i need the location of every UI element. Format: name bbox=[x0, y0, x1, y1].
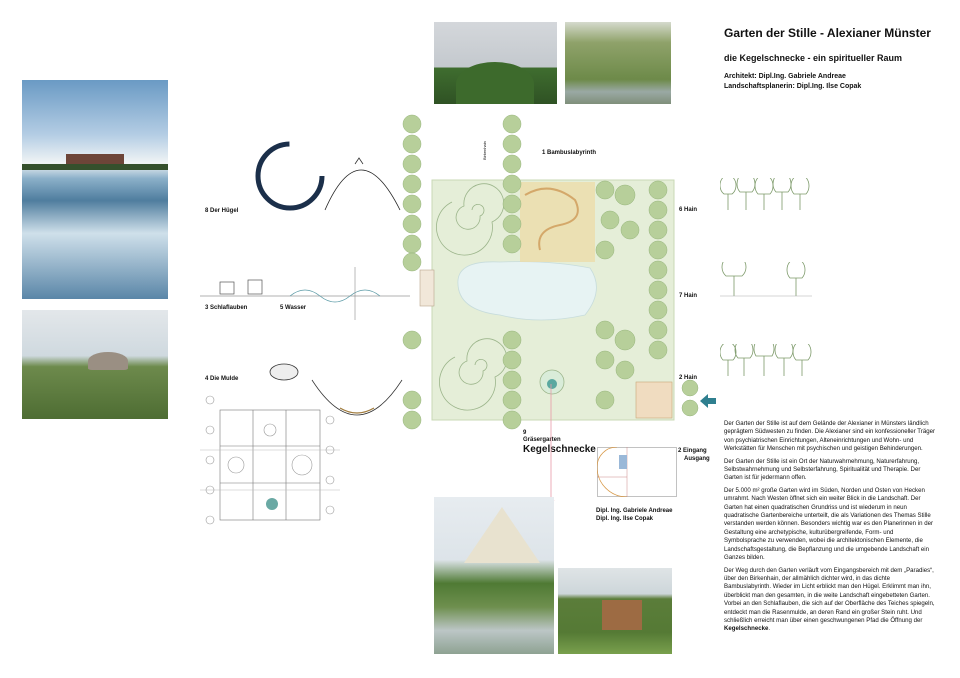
tree-line bbox=[22, 164, 168, 170]
label-graeser-num: 9 bbox=[523, 430, 527, 436]
paragraph-3: Der 5.000 m² große Garten wird im Süden,… bbox=[724, 486, 934, 562]
connector-line bbox=[547, 384, 555, 507]
credit-architect: Architekt: Dipl.Ing. Gabriele Andreae bbox=[724, 73, 846, 80]
photo-kegelschnecke bbox=[434, 497, 554, 654]
sketch-mulde bbox=[269, 363, 403, 416]
credit-copak: Dipl. Ing. Ilse Copak bbox=[596, 516, 654, 522]
label-eingang-text: Ausgang bbox=[684, 456, 710, 462]
sketch-hain7 bbox=[720, 262, 812, 297]
entrance-arrow-icon bbox=[700, 394, 716, 408]
label-wasser: 5 Wasser bbox=[280, 305, 307, 311]
label-hain2: 2 Hain bbox=[679, 375, 698, 381]
sketch-huegel bbox=[255, 141, 401, 211]
label-kegelschnecke: Kegelschnecke bbox=[523, 444, 596, 455]
photo-pond-reflection bbox=[22, 80, 168, 299]
label-schlaflauben: 3 Schlaflauben bbox=[205, 305, 248, 311]
paragraph-4-dot: . bbox=[768, 625, 771, 633]
cone-shape bbox=[464, 507, 540, 563]
photo-entrance-pavilion bbox=[558, 568, 672, 654]
credits-block: Architekt: Dipl.Ing. Gabriele Andreae La… bbox=[724, 72, 861, 92]
paragraph-4: Der Weg durch den Garten verläuft vom Ei… bbox=[724, 567, 936, 634]
credit-andreae: Dipl. Ing. Gabriele Andreae bbox=[596, 508, 673, 514]
label-eingang-num: 2 Eingang bbox=[678, 448, 707, 454]
credit-planner: Landschaftsplanerin: Dipl.Ing. Ilse Copa… bbox=[724, 83, 862, 90]
photo-huegel bbox=[434, 22, 557, 104]
label-mulde: 4 Die Mulde bbox=[205, 376, 239, 382]
photo-bamboo bbox=[565, 22, 671, 104]
site-plan bbox=[402, 114, 699, 430]
grass-hill bbox=[456, 62, 534, 104]
wooden-pavilion bbox=[602, 600, 642, 630]
page-title: Garten der Stille - Alexianer Münster bbox=[724, 26, 931, 40]
sketch-schlaflauben-wasser bbox=[200, 267, 410, 320]
paragraph-2: Der Garten der Stille ist ein Ort der Na… bbox=[724, 457, 921, 482]
label-graeser-text: Gräsergarten bbox=[523, 437, 561, 443]
sketch-hain2 bbox=[720, 344, 812, 376]
large-stone bbox=[88, 352, 128, 370]
sketch-grid-plan bbox=[200, 395, 340, 525]
sketch-hain6 bbox=[720, 178, 810, 210]
label-hain6: 6 Hain bbox=[679, 207, 698, 213]
description-text: Der Garten der Stille ist auf dem Geländ… bbox=[724, 420, 936, 638]
golden-spiral-diagram bbox=[597, 447, 677, 497]
page-subtitle: die Kegelschnecke - ein spiritueller Rau… bbox=[724, 53, 903, 63]
label-huegel: 8 Der Hügel bbox=[205, 208, 239, 214]
label-hain7: 7 Hain bbox=[679, 293, 698, 299]
paragraph-4-kegel: Kegelschnecke bbox=[724, 625, 769, 633]
paragraph-1: Der Garten der Stille ist auf dem Geländ… bbox=[724, 420, 936, 453]
photo-meadow-stone bbox=[22, 310, 168, 419]
vertical-label: Birkenhain bbox=[482, 141, 487, 160]
paragraph-4-text: Der Weg durch den Garten verläuft vom Ei… bbox=[724, 566, 935, 624]
label-bambus: 1 Bambuslabyrinth bbox=[542, 150, 597, 156]
